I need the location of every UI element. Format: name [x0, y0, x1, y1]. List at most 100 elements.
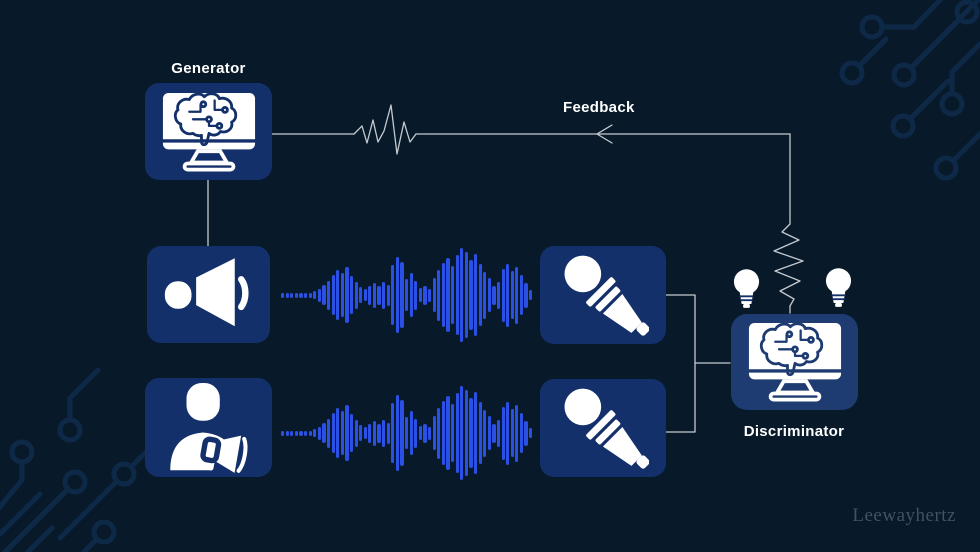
waveform-bar [308, 292, 312, 298]
waveform-bar [529, 428, 533, 438]
waveform-bar [377, 285, 381, 305]
waveform-bar [529, 290, 533, 300]
waveform-bar [336, 270, 340, 320]
waveform-bar [294, 430, 298, 436]
waveform-bar [363, 427, 367, 439]
waveform-bar [372, 420, 377, 446]
waveform-bar [515, 266, 519, 324]
feedback-arrowhead-icon [596, 124, 613, 144]
waveform-bar [303, 292, 308, 298]
waveform-bar [331, 275, 335, 315]
waveform-bar [487, 278, 491, 312]
waveform-bar [450, 266, 455, 324]
waveform-generated [281, 247, 533, 343]
waveform-bar [386, 284, 390, 306]
waveform-bar [340, 273, 344, 317]
waveform-bar [492, 423, 496, 443]
waveform-bar [395, 395, 400, 471]
waveform-bar [372, 282, 377, 308]
waveform-bar [382, 419, 386, 447]
waveform-bar [473, 254, 478, 336]
waveform-bar [377, 423, 381, 443]
waveform-bar [281, 430, 285, 436]
discriminator-label: Discriminator [743, 423, 845, 440]
waveform-bar [331, 413, 335, 453]
generated-speech-box [147, 246, 270, 343]
waveform-bar [290, 430, 294, 436]
waveform-bar [428, 426, 432, 440]
monitor-brain-icon [747, 322, 842, 402]
waveform-bar [368, 285, 372, 305]
waveform-bar [441, 401, 445, 465]
waveform-bar [519, 413, 524, 453]
waveform-bar [469, 398, 473, 468]
waveform-bar [432, 416, 436, 450]
waveform-bar [492, 285, 496, 305]
waveform-bar [391, 403, 395, 463]
waveform-bar [405, 279, 409, 311]
person-megaphone-icon [169, 382, 247, 473]
waveform-bar [359, 287, 363, 303]
waveform-bar [313, 291, 317, 299]
waveform-bar [437, 407, 441, 459]
mic-to-discriminator-lines [665, 294, 731, 433]
waveform-bar [326, 418, 331, 448]
waveform-bar [428, 288, 432, 302]
waveform-real [281, 385, 533, 481]
waveform-bar [322, 285, 326, 305]
speaker-icon [164, 257, 249, 326]
waveform-bar [345, 267, 349, 323]
waveform-bar [409, 411, 413, 455]
waveform-bar [432, 278, 436, 312]
monitor-brain-icon [161, 91, 256, 171]
waveform-bar [519, 275, 524, 315]
noise-zigzag-horizontal [353, 104, 417, 155]
mic-box-real [540, 379, 666, 477]
waveform-bar [446, 258, 450, 332]
waveform-bar [423, 285, 427, 305]
generator-label: Generator [171, 60, 246, 77]
waveform-bar [464, 390, 468, 476]
waveform-bar [322, 423, 326, 443]
waveform-bar [501, 406, 505, 460]
waveform-bar [455, 393, 459, 473]
waveform-bar [308, 430, 312, 436]
waveform-bar [340, 411, 344, 455]
waveform-bar [299, 292, 303, 298]
waveform-bar [382, 281, 386, 309]
waveform-bar [359, 425, 363, 441]
waveform-bar [299, 430, 303, 436]
waveform-bar [326, 280, 331, 310]
waveform-bar [446, 396, 450, 470]
waveform-bar [460, 248, 464, 342]
waveform-bar [317, 426, 321, 440]
waveform-bar [395, 257, 400, 333]
waveform-bar [473, 392, 478, 474]
waveform-bar [281, 292, 285, 298]
waveform-bar [496, 281, 501, 309]
microphone-icon [564, 388, 649, 469]
waveform-bar [496, 419, 501, 447]
waveform-bar [483, 271, 487, 319]
waveform-bar [418, 288, 422, 302]
waveform-bar [478, 264, 482, 326]
waveform-bar [501, 268, 505, 322]
waveform-bar [423, 423, 427, 443]
watermark: Leewayhertz [852, 505, 956, 526]
waveform-bar [469, 260, 473, 330]
waveform-bar [400, 262, 404, 328]
lightbulb-icon [825, 268, 852, 307]
waveform-bar [441, 263, 445, 327]
noise-zigzag-vertical [773, 223, 804, 307]
waveform-bar [349, 276, 354, 314]
waveform-bar [478, 402, 482, 464]
waveform-bar [349, 414, 354, 452]
waveform-bar [294, 292, 298, 298]
waveform-bar [524, 282, 528, 308]
lightbulb-icon [733, 269, 760, 308]
waveform-bar [354, 281, 358, 309]
waveform-bar [290, 292, 294, 298]
waveform-bar [313, 429, 317, 437]
